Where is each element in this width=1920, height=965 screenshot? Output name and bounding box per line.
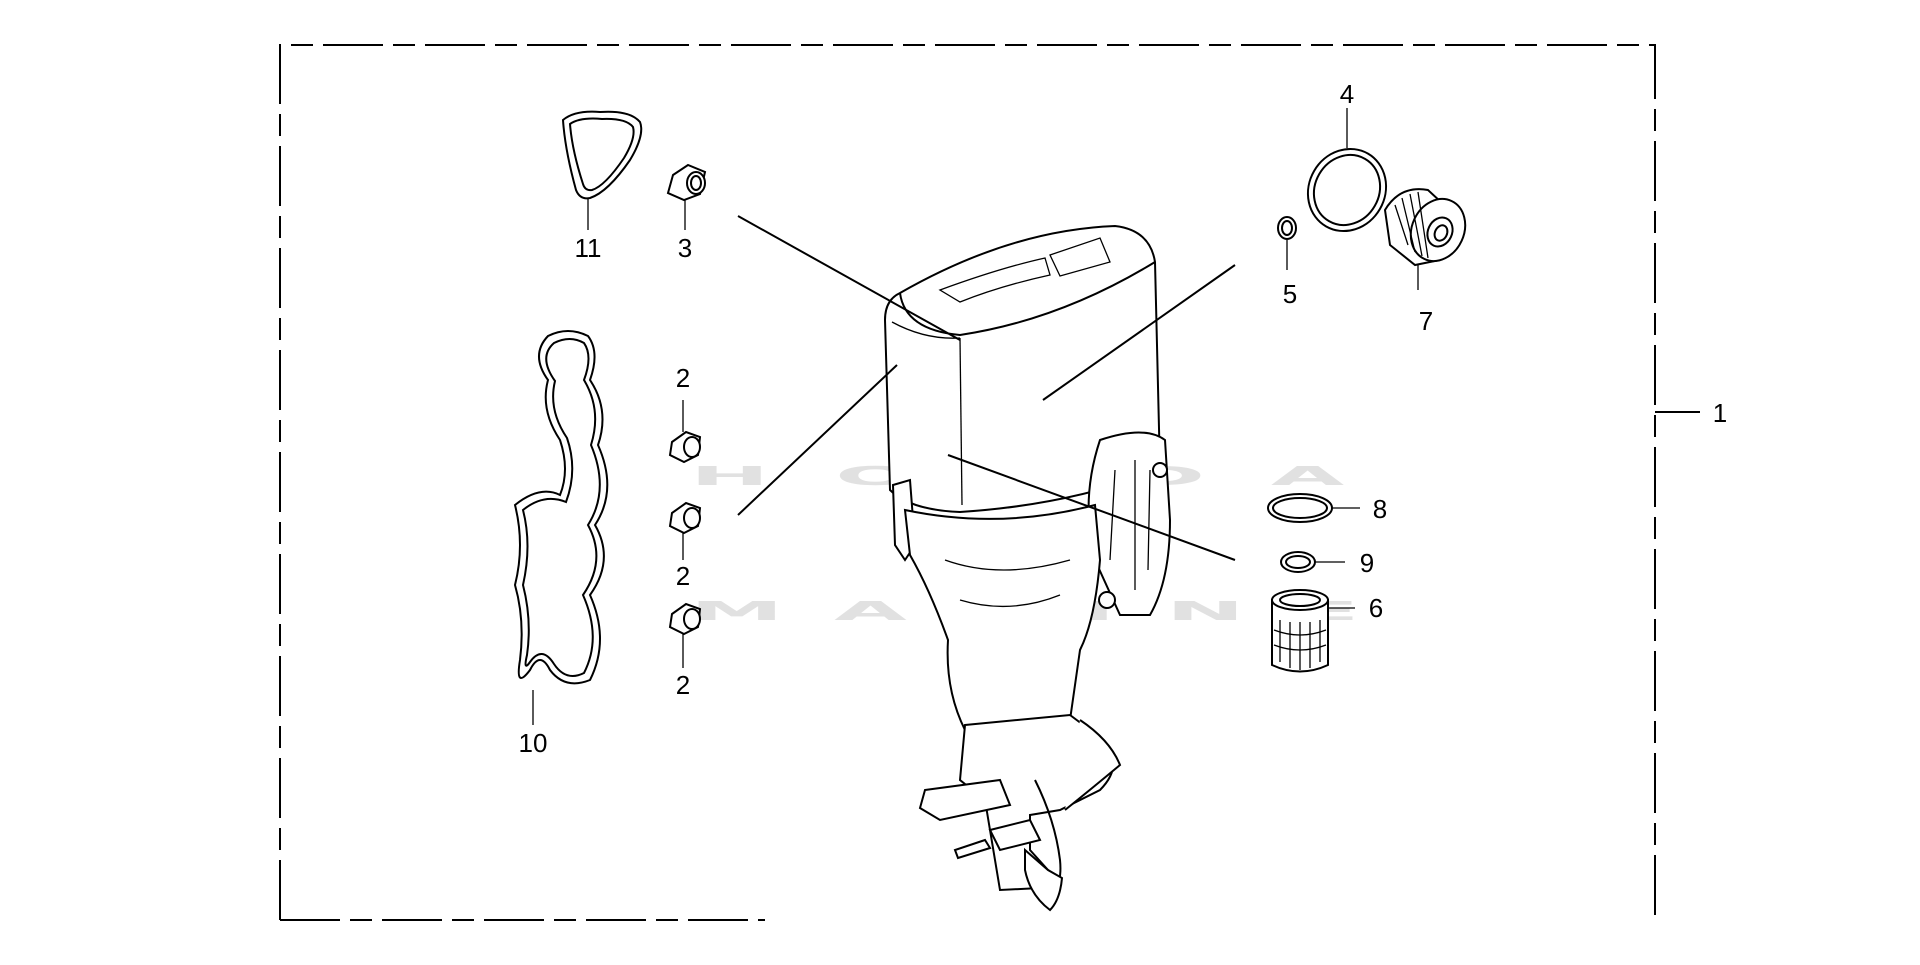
outboard-engine (883, 224, 1172, 912)
part-2-collar-top (668, 400, 702, 464)
kit-frame (279, 44, 1700, 921)
callout-4: 4 (1340, 79, 1354, 109)
callout-labels: 1 2 2 2 3 4 5 6 7 8 9 10 11 (519, 79, 1728, 758)
part-2-collar-bottom (668, 602, 702, 668)
part-4-o-ring (1306, 108, 1388, 233)
part-7-oil-filter (1383, 188, 1467, 290)
callout-2-middle: 2 (676, 561, 690, 591)
callout-11: 11 (575, 233, 602, 263)
callout-5: 5 (1283, 279, 1297, 309)
callout-1: 1 (1713, 398, 1727, 428)
callout-7: 7 (1419, 306, 1433, 336)
part-10-gasket (513, 330, 609, 725)
part-2-collar-middle (668, 501, 702, 560)
callout-2-top: 2 (676, 363, 690, 393)
callout-10: 10 (519, 728, 548, 758)
part-8-o-ring (1267, 493, 1360, 523)
callout-9: 9 (1360, 548, 1374, 578)
callout-2-bottom: 2 (676, 670, 690, 700)
part-6-strainer (1271, 589, 1355, 673)
callout-6: 6 (1369, 593, 1383, 623)
part-5-washer (1277, 216, 1297, 270)
leader-lines (737, 215, 1236, 561)
part-11-gasket (561, 110, 643, 230)
part-9-o-ring (1280, 551, 1345, 573)
callout-3: 3 (678, 233, 692, 263)
part-3-collar (666, 163, 707, 230)
callout-8: 8 (1373, 494, 1387, 524)
